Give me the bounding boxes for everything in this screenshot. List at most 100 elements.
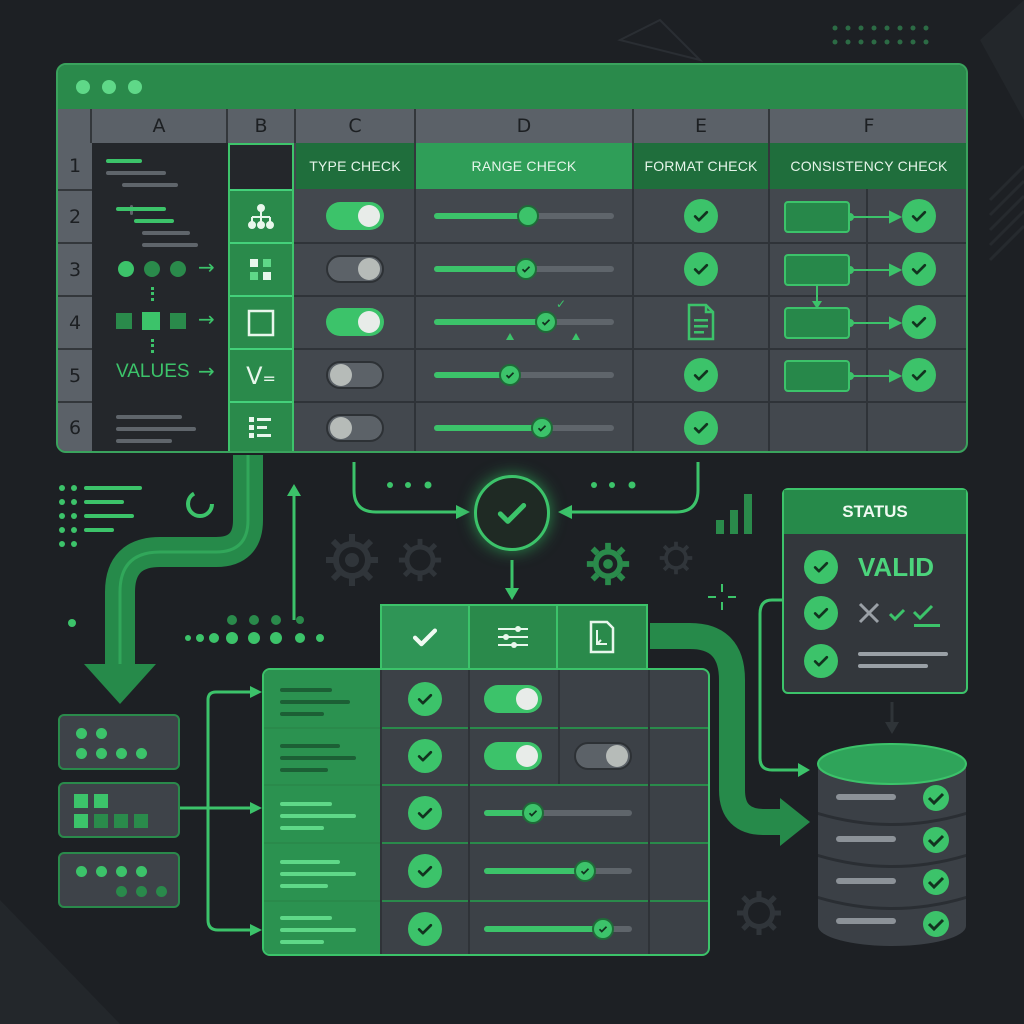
spreadsheet-window: A B C D E F 1 2 3 4 5 6 → → VALUES → — [56, 63, 968, 453]
range-check-slider[interactable] — [434, 417, 614, 439]
gear-icon — [737, 891, 781, 935]
consistency-check-passed — [902, 252, 936, 286]
column-header-d[interactable]: D — [416, 109, 634, 143]
arrow-icon: → — [198, 307, 215, 331]
arrow-icon: → — [198, 255, 215, 279]
cell-b1[interactable] — [230, 145, 292, 191]
arrow-icon: → — [198, 359, 215, 383]
column-header-e[interactable]: E — [634, 109, 770, 143]
window-dot[interactable] — [76, 80, 90, 94]
window-dot[interactable] — [128, 80, 142, 94]
check-icon — [693, 369, 709, 381]
check-icon — [813, 561, 829, 573]
data-stack-dots[interactable] — [58, 852, 180, 908]
consistency-source-box — [784, 254, 850, 286]
check-icon — [574, 860, 596, 882]
column-a-cells: → → VALUES → — [92, 143, 230, 451]
header-range-check[interactable]: RANGE CHECK — [416, 143, 634, 189]
consistency-check-passed — [902, 358, 936, 392]
sliders-icon — [498, 626, 528, 648]
row-toggle[interactable] — [484, 685, 542, 713]
check-icon — [497, 503, 527, 524]
check-icon — [535, 311, 557, 333]
status-value: VALID — [858, 552, 935, 582]
consistency-source-box — [784, 307, 850, 339]
corner-cell[interactable] — [58, 109, 92, 143]
check-icon — [813, 607, 829, 619]
row-toggle[interactable] — [574, 742, 632, 770]
format-check-passed — [684, 252, 718, 286]
check-icon — [911, 263, 927, 275]
status-check — [804, 550, 838, 584]
check-icon — [412, 628, 438, 647]
header-consistency-check[interactable]: CONSISTENCY CHECK — [770, 143, 966, 189]
tab-document[interactable] — [556, 604, 648, 670]
type-check-toggle[interactable] — [326, 361, 384, 389]
range-check-slider[interactable] — [434, 258, 614, 280]
row-header-4[interactable]: 4 — [58, 297, 92, 350]
arrow-icon — [812, 285, 822, 309]
row-check-passed — [408, 796, 442, 830]
check-icon — [499, 364, 521, 386]
type-check-toggle[interactable] — [326, 202, 384, 230]
gear-icon — [586, 542, 630, 586]
check-icon — [522, 802, 544, 824]
row-slider[interactable] — [484, 860, 632, 882]
consistency-arrows — [848, 210, 903, 383]
row-header-2[interactable]: 2 — [58, 191, 92, 244]
row-header-5[interactable]: 5 — [58, 350, 92, 403]
lower-table-label-column — [264, 670, 380, 954]
range-check-slider[interactable] — [434, 205, 614, 227]
gear-icon — [326, 534, 378, 586]
consistency-check-passed — [902, 199, 936, 233]
row-toggle[interactable] — [484, 742, 542, 770]
column-header-c[interactable]: C — [296, 109, 416, 143]
range-check-slider[interactable] — [434, 364, 614, 386]
cell-b6[interactable] — [230, 403, 292, 451]
cell-b4[interactable] — [230, 297, 292, 350]
database-icon — [817, 743, 967, 946]
hierarchy-icon — [248, 203, 274, 229]
check-icon — [693, 263, 709, 275]
lower-table-tabs — [380, 604, 648, 670]
data-stack-dots[interactable] — [58, 714, 180, 770]
status-panel: STATUS VALID — [782, 488, 968, 694]
row-check-passed — [408, 739, 442, 773]
type-check-toggle[interactable] — [326, 308, 384, 336]
type-check-toggle[interactable] — [326, 414, 384, 442]
range-check-slider[interactable] — [434, 311, 614, 333]
row-header-3[interactable]: 3 — [58, 244, 92, 297]
cell-b2[interactable] — [230, 191, 292, 244]
row-check-passed — [408, 682, 442, 716]
cross-check-icon — [858, 602, 940, 627]
row-slider[interactable] — [484, 802, 632, 824]
check-icon — [911, 316, 927, 328]
check-icon — [693, 210, 709, 222]
row-check-passed — [408, 912, 442, 946]
row-header-6[interactable]: 6 — [58, 403, 92, 451]
window-dot[interactable] — [102, 80, 116, 94]
column-header-b[interactable]: B — [228, 109, 296, 143]
check-icon — [417, 807, 433, 819]
column-b-cells: V= — [228, 143, 294, 451]
grid-icon — [250, 258, 271, 280]
row-header-1[interactable]: 1 — [58, 143, 92, 191]
column-header-f[interactable]: F — [770, 109, 966, 143]
cell-b5[interactable]: V= — [230, 350, 292, 403]
data-stack-squares[interactable] — [58, 782, 180, 838]
row-slider[interactable] — [484, 918, 632, 940]
header-type-check[interactable]: TYPE CHECK — [296, 143, 416, 189]
cell-b3[interactable] — [230, 244, 292, 297]
check-icon — [911, 369, 927, 381]
check-icon — [417, 750, 433, 762]
type-check-toggle[interactable] — [326, 255, 384, 283]
column-header-a[interactable]: A — [92, 109, 228, 143]
header-format-check[interactable]: FORMAT CHECK — [634, 143, 770, 189]
tab-sliders[interactable] — [468, 604, 558, 670]
document-icon — [687, 303, 715, 341]
tab-check[interactable] — [380, 604, 470, 670]
values-label: VALUES — [116, 361, 190, 382]
check-icon — [911, 210, 927, 222]
